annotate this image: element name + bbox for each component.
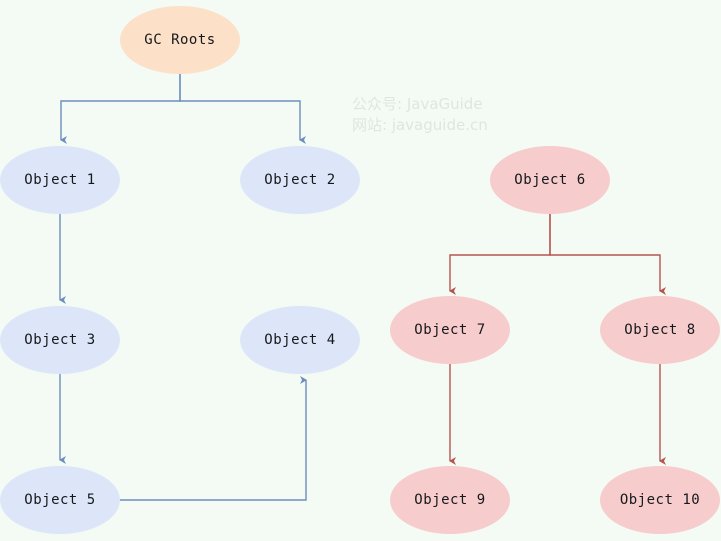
node-object-10[interactable]: Object 10 — [600, 466, 720, 534]
node-gc-roots[interactable]: GC Roots — [120, 6, 240, 74]
node-label-object-1: Object 1 — [24, 172, 96, 188]
watermark-line-1: 公众号: JavaGuide — [352, 95, 483, 113]
node-object-2[interactable]: Object 2 — [240, 146, 360, 214]
node-object-3[interactable]: Object 3 — [0, 306, 120, 374]
node-label-object-6: Object 6 — [514, 172, 586, 188]
node-object-8[interactable]: Object 8 — [600, 296, 720, 364]
edge-object6-object7 — [449, 214, 551, 295]
node-label-object-7: Object 7 — [414, 322, 486, 338]
node-label-object-10: Object 10 — [619, 492, 701, 508]
edge-object6-object8 — [549, 214, 666, 295]
node-object-4[interactable]: Object 4 — [240, 306, 360, 374]
node-object-9[interactable]: Object 9 — [390, 466, 510, 534]
edge-object5-object4 — [120, 376, 307, 501]
node-object-1[interactable]: Object 1 — [0, 146, 120, 214]
node-object-6[interactable]: Object 6 — [490, 146, 610, 214]
watermark: 公众号: JavaGuide 网站: javaguide.cn — [352, 94, 488, 136]
node-object-7[interactable]: Object 7 — [390, 296, 510, 364]
node-label-object-3: Object 3 — [24, 332, 96, 348]
node-label-object-8: Object 8 — [624, 322, 696, 338]
edge-gcroots-object1 — [60, 74, 181, 144]
node-label-object-5: Object 5 — [24, 492, 96, 508]
node-label-object-2: Object 2 — [264, 172, 336, 188]
node-label-object-4: Object 4 — [264, 332, 336, 348]
node-object-5[interactable]: Object 5 — [0, 466, 120, 534]
node-label-object-9: Object 9 — [414, 492, 486, 508]
node-label-gc-roots: GC Roots — [144, 32, 216, 48]
watermark-line-2: 网站: javaguide.cn — [352, 116, 488, 134]
edge-gcroots-object2 — [179, 74, 306, 144]
